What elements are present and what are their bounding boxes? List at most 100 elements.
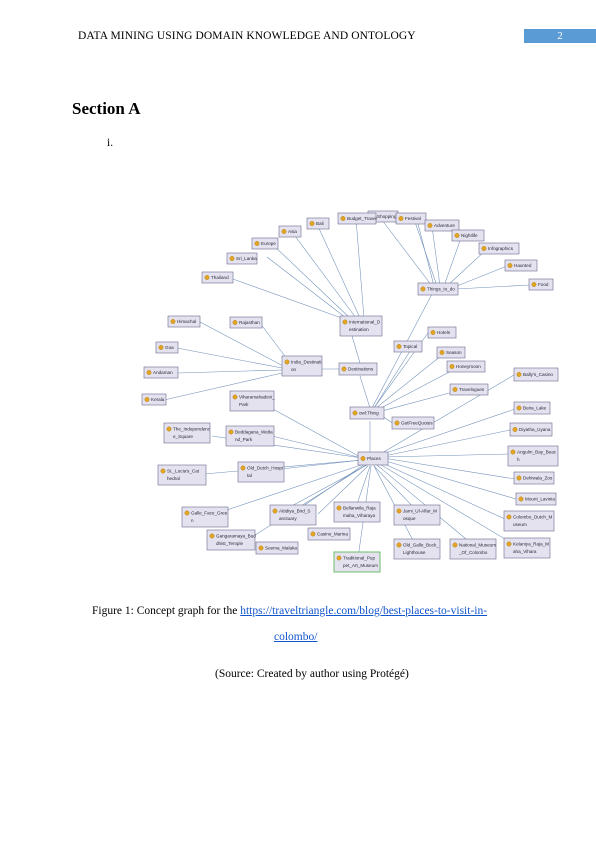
- caption-text: Figure 1: Concept graph for the: [92, 605, 241, 617]
- graph-node-adventure: Adventure: [424, 219, 460, 232]
- svg-text:_Of_Colombo: _Of_Colombo: [458, 550, 488, 555]
- graph-node-asia: Asia: [278, 225, 302, 238]
- graph-node-season: Season: [436, 346, 466, 359]
- graph-node-colombo-dutch-museum: Colombo_Dutch_M useum: [503, 510, 555, 532]
- svg-text:The_Independenc: The_Independenc: [173, 427, 211, 432]
- svg-text:Andaman: Andaman: [153, 370, 173, 375]
- svg-text:Places: Places: [367, 456, 381, 461]
- concept-graph: Shopping Budget_Travel Bali Asia Europe …: [141, 210, 559, 573]
- list-item-marker: i.: [107, 137, 114, 149]
- graph-node-goa: Goa: [155, 341, 179, 354]
- svg-text:Season: Season: [446, 350, 462, 355]
- graph-node-europe: Europe: [251, 237, 279, 250]
- svg-text:osque: osque: [403, 516, 416, 521]
- graph-node-kerala: Kerala: [141, 393, 167, 406]
- graph-node-destinations: Destinations: [338, 362, 378, 376]
- svg-text:Traditional_Pup: Traditional_Pup: [343, 556, 375, 561]
- svg-text:Park: Park: [239, 402, 249, 407]
- graph-node-old-galle-lighthouse: Old_Galle_Buck_ Lighthouse: [393, 538, 441, 560]
- svg-text:nd_Park: nd_Park: [235, 437, 253, 442]
- svg-text:n: n: [191, 518, 194, 523]
- svg-text:Lighthouse: Lighthouse: [403, 550, 426, 555]
- svg-text:Kerala: Kerala: [151, 397, 165, 402]
- graph-node-festival: Festival: [395, 212, 427, 225]
- graph-nodes: Shopping Budget_Travel Bali Asia Europe …: [141, 210, 559, 573]
- svg-text:Galle_Face_Gree: Galle_Face_Gree: [191, 511, 228, 516]
- svg-text:e_Square: e_Square: [173, 434, 193, 439]
- svg-text:Beddagana_Wetla: Beddagana_Wetla: [235, 430, 273, 435]
- svg-text:Gangaramaya_Bud: Gangaramaya_Bud: [216, 534, 256, 539]
- svg-text:National_Museum: National_Museum: [459, 543, 496, 548]
- graph-node-beddagana-wetland-park: Beddagana_Wetla nd_Park: [225, 425, 275, 447]
- graph-node-topical: Topical: [393, 340, 423, 353]
- graph-node-nightlife: Nightlife: [451, 229, 485, 242]
- graph-node-food: Food: [528, 278, 554, 291]
- svg-text:Bali: Bali: [316, 221, 324, 226]
- graph-node-dehiwala-zoo: Dehiwala_Zoo: [513, 471, 555, 485]
- svg-text:aha_Vihara: aha_Vihara: [513, 549, 537, 554]
- svg-text:h: h: [517, 457, 520, 462]
- graph-node-gangaramaya-temple: Gangaramaya_Bud dhist_Temple: [206, 529, 256, 551]
- graph-node-national-museum: National_Museum _Of_Colombo: [449, 538, 497, 560]
- svg-text:Nightlife: Nightlife: [461, 233, 478, 238]
- graph-node-independence-square: The_Independenc e_Square: [163, 422, 211, 444]
- svg-text:Adventure: Adventure: [434, 223, 455, 228]
- graph-edges: [163, 218, 531, 559]
- svg-text:Budget_Travel: Budget_Travel: [347, 216, 377, 221]
- svg-text:Attidiya_Bird_S: Attidiya_Bird_S: [279, 509, 310, 514]
- svg-text:Things_to_do: Things_to_do: [427, 287, 455, 292]
- svg-text:Festival: Festival: [405, 216, 421, 221]
- graph-node-diyatha-uyana: Diyatha_Uyana: [509, 422, 553, 437]
- svg-text:Colombo_Dutch_M: Colombo_Dutch_M: [513, 515, 552, 520]
- graph-node-kelaniya-raja-maha-vihara: Kelaniya_Raja_M aha_Vihara: [503, 537, 551, 559]
- graph-node-getfreequotes: GetFreeQuotes: [391, 416, 435, 430]
- svg-text:Topical: Topical: [403, 344, 417, 349]
- svg-text:India_Destinati: India_Destinati: [291, 360, 321, 365]
- graph-node-traditional-puppet-art-museum: Traditional_Pup pet_Art_Museum: [333, 551, 381, 573]
- svg-text:useum: useum: [513, 522, 527, 527]
- svg-text:estination: estination: [349, 327, 369, 332]
- graph-node-international-destination: International_D estination: [339, 315, 383, 337]
- svg-text:GetFreeQuotes: GetFreeQuotes: [401, 421, 433, 426]
- svg-text:Haunted: Haunted: [514, 263, 532, 268]
- section-heading: Section A: [72, 99, 141, 118]
- svg-text:hedral: hedral: [167, 476, 180, 481]
- source-link[interactable]: https://traveltriangle.com/blog/best-pla…: [240, 605, 488, 617]
- svg-text:Kelaniya_Raja_M: Kelaniya_Raja_M: [513, 542, 549, 547]
- svg-text:owl:Thing: owl:Thing: [359, 411, 379, 416]
- graph-node-st-lucias-cathedral: St._Lucia's_Cat hedral: [157, 464, 207, 486]
- svg-text:tal: tal: [247, 473, 252, 478]
- source-link-continuation[interactable]: colombo/: [274, 631, 318, 643]
- graph-node-beira-lake: Beira_Lake: [513, 401, 551, 415]
- graph-node-angulana-bay-beach: Angulm_Bay_Beac h: [507, 445, 559, 467]
- graph-node-seema-malaka: Seema_Malaka: [255, 541, 299, 555]
- graph-node-rajasthan: Rajasthan: [229, 316, 263, 329]
- graph-node-india-destination: India_Destinati on: [281, 355, 323, 377]
- graph-node-honeymoon: Honeymoon: [446, 360, 486, 373]
- svg-text:Sri_Lanka: Sri_Lanka: [236, 256, 257, 261]
- graph-node-owl-thing: owl:Thing: [349, 406, 385, 420]
- svg-text:Travelogues: Travelogues: [459, 387, 485, 392]
- graph-node-andaman: Andaman: [143, 366, 179, 379]
- svg-text:Diyatha_Uyana: Diyatha_Uyana: [519, 427, 551, 432]
- svg-text:Goa: Goa: [165, 345, 174, 350]
- svg-text:Mount_Lavinia: Mount_Lavinia: [525, 497, 555, 502]
- figure-caption: Figure 1: Concept graph for the https://…: [92, 605, 487, 617]
- svg-text:maha_Viharaya: maha_Viharaya: [343, 513, 376, 518]
- svg-text:Bellanwila_Raja: Bellanwila_Raja: [343, 506, 376, 511]
- svg-text:Himachal: Himachal: [177, 319, 196, 324]
- graph-node-budget-travel: Budget_Travel: [337, 212, 377, 225]
- svg-text:Shopping: Shopping: [377, 214, 397, 219]
- running-header-title: DATA MINING USING DOMAIN KNOWLEDGE AND O…: [78, 30, 416, 42]
- svg-text:anctuary: anctuary: [279, 516, 297, 521]
- graph-node-hotels: Hotels: [427, 326, 457, 339]
- svg-text:Destinations: Destinations: [348, 367, 374, 372]
- svg-text:Hotels: Hotels: [437, 330, 451, 335]
- graph-node-bellanwila-rajamaha-viharaya: Bellanwila_Raja maha_Viharaya: [333, 501, 381, 523]
- graph-node-ballys-casino: Bally's_Casino: [513, 367, 559, 382]
- svg-text:on: on: [291, 367, 297, 372]
- graph-node-sri-lanka: Sri_Lanka: [226, 252, 258, 265]
- graph-node-galle-face-green: Galle_Face_Gree n: [181, 506, 229, 528]
- graph-node-old-dutch-hospital: Old_Dutch_Hospi tal: [237, 461, 285, 483]
- svg-text:Rajasthan: Rajasthan: [239, 320, 260, 325]
